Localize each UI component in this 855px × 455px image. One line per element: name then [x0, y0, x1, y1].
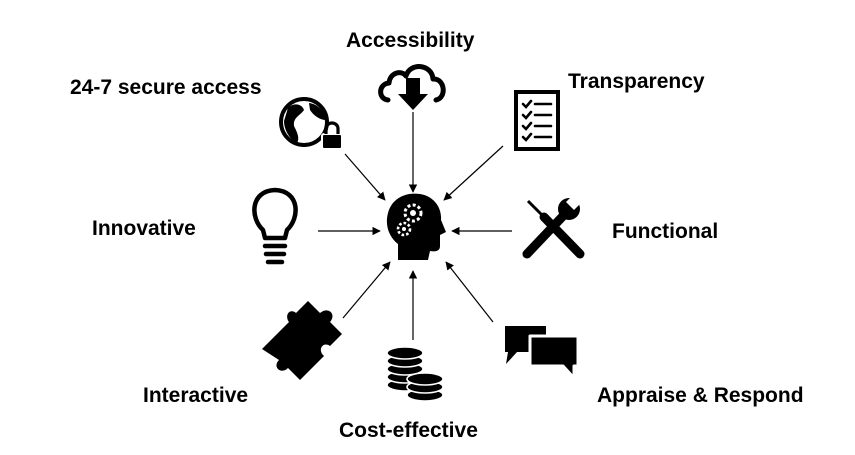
- label-functional: Functional: [612, 220, 719, 243]
- label-accessibility: Accessibility: [346, 29, 475, 52]
- label-innovative: Innovative: [92, 217, 196, 240]
- label-appraise: Appraise & Respond: [597, 384, 804, 407]
- arrow-transparency: [443, 145, 504, 201]
- arrow-appraise: [445, 261, 494, 323]
- arrow-secure: [344, 153, 386, 201]
- label-interactive: Interactive: [143, 384, 249, 407]
- checklist-icon: [514, 90, 560, 151]
- arrows: [318, 112, 512, 340]
- lightbulb-icon: [252, 187, 298, 265]
- label-transparency: Transparency: [568, 70, 705, 93]
- wrench-screwdriver-icon: [522, 192, 585, 259]
- globe-lock-icon: [279, 97, 343, 150]
- arrow-interactive: [342, 261, 391, 319]
- puzzle-piece-icon: [262, 301, 342, 380]
- label-secure: 24-7 secure access: [70, 76, 262, 99]
- cloud-download-icon: [378, 64, 446, 110]
- head-with-gears-icon: [386, 193, 446, 260]
- label-cost: Cost-effective: [339, 419, 478, 442]
- chat-bubbles-icon: [505, 326, 580, 380]
- coin-stacks-icon: [386, 346, 444, 402]
